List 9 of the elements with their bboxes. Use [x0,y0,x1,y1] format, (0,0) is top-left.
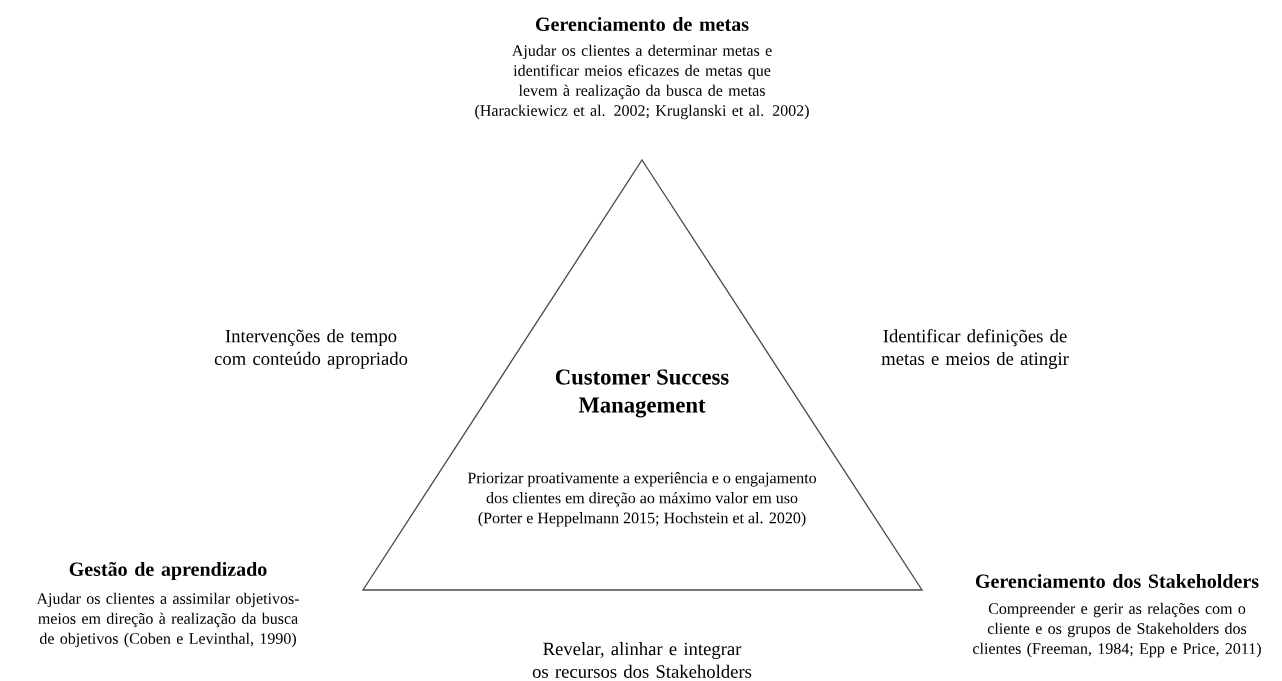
description: Ajudar os clientes a determinar metas e identificar meios eficazes de metas que levem à realização da busca de metas (Harackiewicz et al. 2002; Kruglanski et al. 2002) [475,44,809,120]
description: Ajudar os clientes a assimilar objetivos-meios em direção à realização da busca de objetivos (Coben e Levinthal, 1990) [36,592,299,648]
heading: Gerenciamento dos Stakeholders [975,573,1259,588]
heading: Gestão de aprendizado [69,561,267,581]
side-label: Revelar, alinhar e integrar os recursos dos Stakeholders [532,642,752,678]
heading: Gerenciamento de metas [536,16,749,32]
description: Compreender e gerir as relações com o cliente e os grupos de Stakeholders dos clientes (Freeman, 1984; Epp e Price, 2011) [973,602,1261,658]
side-label: Intervenções de tempo com conteúdo apropriado [214,329,408,369]
side-label: Identificar definições de metas e meios de atingir [881,329,1069,369]
